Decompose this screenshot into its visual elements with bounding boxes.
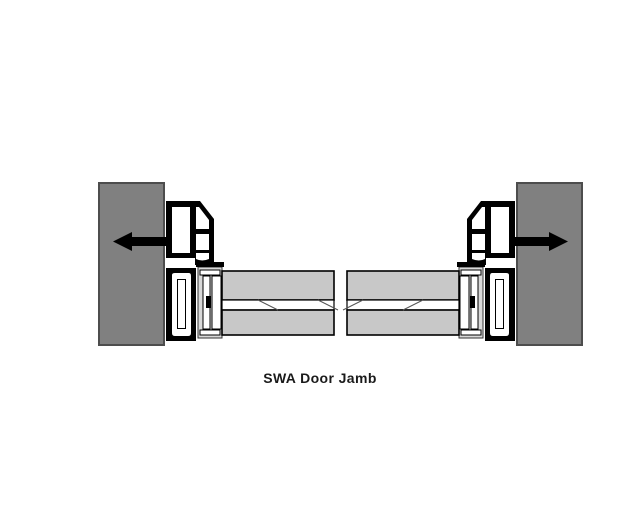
figure-caption: SWA Door Jamb (263, 370, 377, 386)
jamb-profile-left-lower (166, 268, 196, 341)
wall-left (98, 182, 165, 346)
jamb-profile-left-upper (166, 201, 214, 265)
right-assembly (342, 182, 583, 346)
wall-right (516, 182, 583, 346)
jamb-profile-right-upper (467, 201, 515, 265)
door-leaf-right (342, 270, 460, 336)
weatherstrip-right (457, 262, 485, 339)
left-assembly (98, 182, 339, 346)
door-leaf-left (221, 270, 339, 336)
weatherstrip-left (196, 262, 224, 339)
jamb-profile-right-lower (485, 268, 515, 341)
